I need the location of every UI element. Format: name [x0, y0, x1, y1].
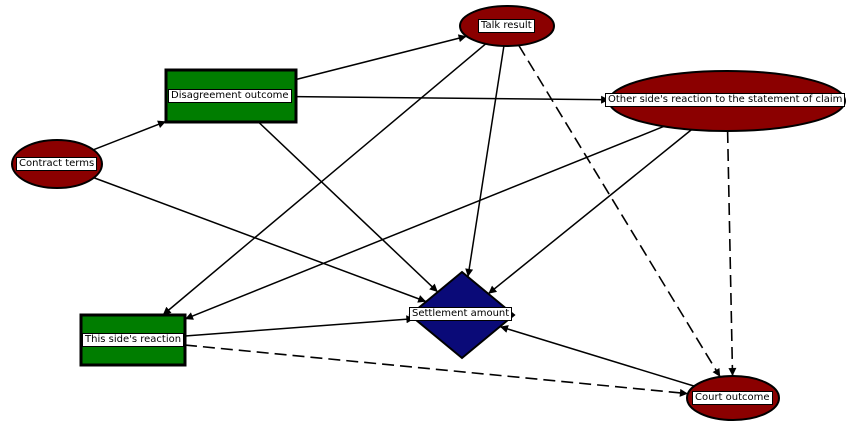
edge-contract-to-disagree	[93, 120, 167, 151]
edge-court-to-settle	[499, 325, 695, 387]
nodes-layer	[11, 5, 846, 421]
edge-disagree-to-talk	[295, 34, 467, 81]
label-other-side-s-reaction-to-the-statement-of-claim: Other side's reaction to the statement o…	[605, 93, 846, 107]
edge-talk-to-thisside	[162, 43, 487, 316]
edge-talk-to-court	[518, 44, 721, 378]
edges-layer	[93, 34, 737, 397]
label-settlement-amount: Settlement amount	[409, 307, 513, 321]
label-talk-result: Talk result	[478, 19, 535, 33]
label-this-side-s-reaction: This side's reaction	[82, 333, 185, 347]
label-disagreement-outcome: Disagreement outcome	[168, 89, 292, 103]
edge-other-to-court	[726, 130, 737, 377]
edge-other-to-settle	[487, 129, 693, 295]
edge-other-to-thisside	[184, 125, 665, 320]
edge-disagree-to-settle	[257, 121, 439, 293]
edge-talk-to-settle	[465, 45, 505, 278]
edge-thisside-to-settle	[184, 315, 415, 337]
label-court-outcome: Court outcome	[692, 391, 773, 405]
edge-contract-to-settle	[93, 177, 427, 303]
edge-thisside-to-court	[184, 344, 688, 397]
label-contract-terms: Contract terms	[16, 157, 98, 171]
edge-disagree-to-other	[295, 95, 610, 104]
